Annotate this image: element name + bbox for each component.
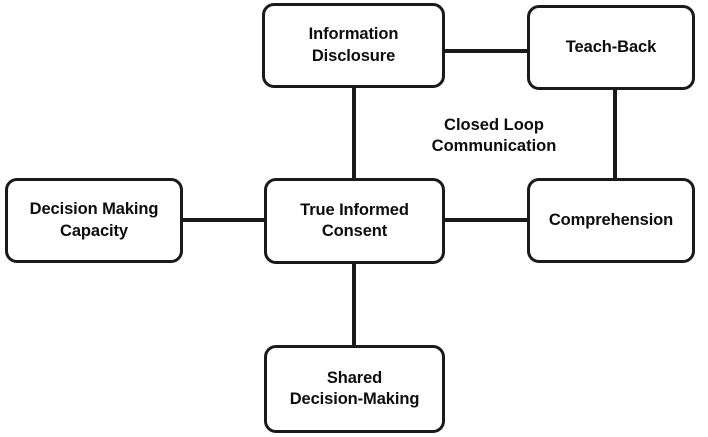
edge-true-informed-consent-to-shared-decision-making [352,262,356,347]
node-information-disclosure[interactable]: Information Disclosure [262,3,445,88]
node-comprehension[interactable]: Comprehension [527,178,695,263]
node-shared-decision-making-label: Shared Decision-Making [289,368,420,408]
node-true-informed-consent-label: True Informed Consent [300,200,409,240]
node-shared-decision-making[interactable]: Shared Decision-Making [264,345,445,433]
edge-decision-making-capacity-to-true-informed-consent [181,218,266,222]
node-teach-back-label: Teach-Back [565,37,657,56]
edge-true-informed-consent-to-comprehension [443,218,529,222]
node-comprehension-label: Comprehension [548,210,674,229]
edge-information-disclosure-to-true-informed-consent [352,86,356,180]
annotation-closed-loop-communication: Closed Loop Communication [431,116,557,156]
node-decision-making-capacity[interactable]: Decision Making Capacity [5,178,183,263]
node-decision-making-capacity-label: Decision Making Capacity [29,200,159,240]
node-true-informed-consent[interactable]: True Informed Consent [264,178,445,264]
edge-information-disclosure-to-teach-back [443,49,529,53]
node-information-disclosure-label: Information Disclosure [308,25,399,65]
edge-teach-back-to-comprehension [613,88,617,180]
node-teach-back[interactable]: Teach-Back [527,5,695,90]
